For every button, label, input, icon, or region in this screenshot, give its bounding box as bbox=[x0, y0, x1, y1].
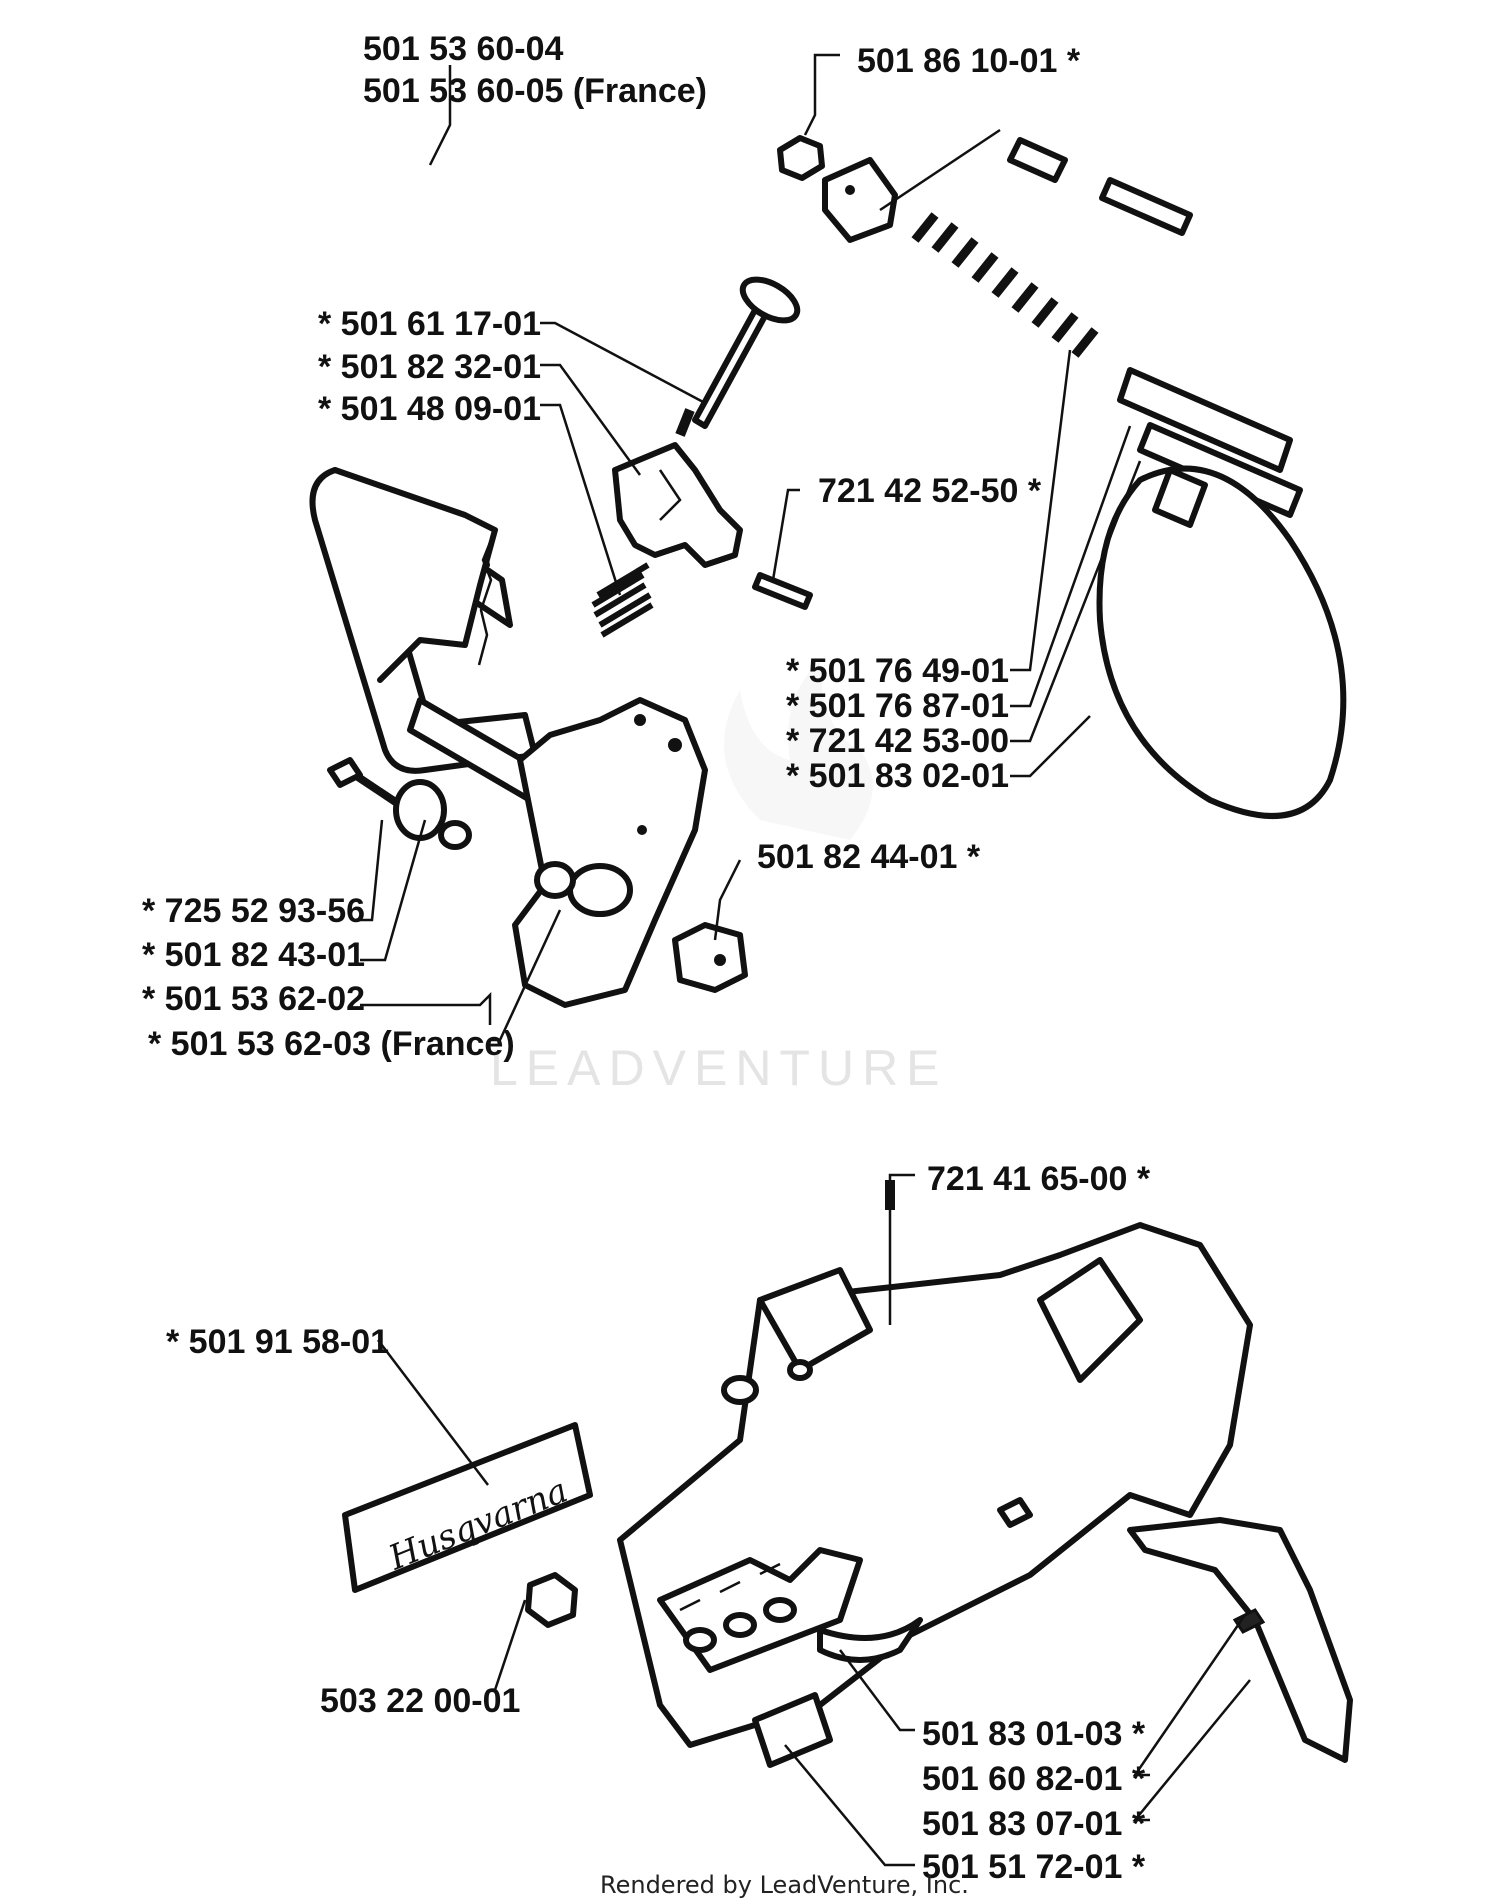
label-501830701: 501 83 07-01 * bbox=[922, 1805, 1146, 1843]
label-725529356: * 725 52 93-56 bbox=[142, 892, 365, 930]
sleeve-part bbox=[1007, 137, 1068, 183]
bolt-part bbox=[327, 757, 403, 809]
block-part bbox=[822, 157, 898, 243]
pin-part bbox=[752, 572, 813, 610]
label-501830201: * 501 83 02-01 bbox=[786, 757, 1009, 795]
label-501861001: 501 86 10-01 * bbox=[857, 42, 1081, 80]
footer-credit: Rendered by LeadVenture, Inc. bbox=[600, 1871, 969, 1899]
chain-cover-part bbox=[617, 1180, 1253, 1748]
spike-part bbox=[1127, 1517, 1353, 1763]
label-721425250: 721 42 52-50 * bbox=[818, 472, 1042, 510]
label-501768701: * 501 76 87-01 bbox=[786, 687, 1009, 725]
label-501536004: 501 53 60-04 bbox=[363, 30, 563, 68]
nut-lower-part bbox=[525, 1572, 578, 1628]
knob-pin-part bbox=[675, 276, 801, 437]
watermark-logo bbox=[724, 660, 873, 840]
spring-small-part bbox=[591, 562, 654, 638]
small-plate-part bbox=[752, 1692, 833, 1768]
latch-part bbox=[612, 442, 743, 568]
washer-part bbox=[393, 779, 472, 850]
label-501830103: 501 83 01-03 * bbox=[922, 1715, 1146, 1753]
label-501915801: * 501 91 58-01 bbox=[166, 1323, 389, 1361]
watermark-text: LEADVENTURE bbox=[490, 1040, 948, 1096]
label-721425300: * 721 42 53-00 bbox=[786, 722, 1009, 760]
label-501608201: 501 60 82-01 * bbox=[922, 1760, 1146, 1798]
brake-band-part bbox=[1096, 367, 1347, 819]
pin-long-part bbox=[1099, 177, 1193, 236]
brand-decal-part: Husqvarna bbox=[342, 1422, 593, 1593]
label-501824301: * 501 82 43-01 bbox=[142, 936, 365, 974]
label-721416500: 721 41 65-00 * bbox=[927, 1160, 1151, 1198]
large-spring-part bbox=[911, 212, 1099, 358]
label-501823201: * 501 82 32-01 bbox=[318, 348, 541, 386]
nut-part bbox=[672, 922, 748, 993]
label-501824401: 501 82 44-01 * bbox=[757, 838, 981, 876]
label-501764901: * 501 76 49-01 bbox=[786, 652, 1009, 690]
label-501480901: * 501 48 09-01 bbox=[318, 390, 541, 428]
label-501517201: 501 51 72-01 * bbox=[922, 1848, 1146, 1886]
label-501536005: 501 53 60-05 (France) bbox=[363, 72, 707, 110]
label-501536202: * 501 53 62-02 bbox=[142, 980, 365, 1018]
label-503220001: 503 22 00-01 bbox=[320, 1682, 520, 1720]
label-501611701: * 501 61 17-01 bbox=[318, 305, 541, 343]
label-501536203: * 501 53 62-03 (France) bbox=[148, 1025, 515, 1063]
leader-lines bbox=[360, 53, 1251, 1867]
nut-upper-part bbox=[777, 135, 825, 181]
part-labels: 501 53 60-04 501 53 60-05 (France) 501 8… bbox=[142, 30, 1151, 1886]
screw-lower-part bbox=[1232, 1608, 1266, 1634]
hand-guard-assembly bbox=[309, 467, 708, 1008]
